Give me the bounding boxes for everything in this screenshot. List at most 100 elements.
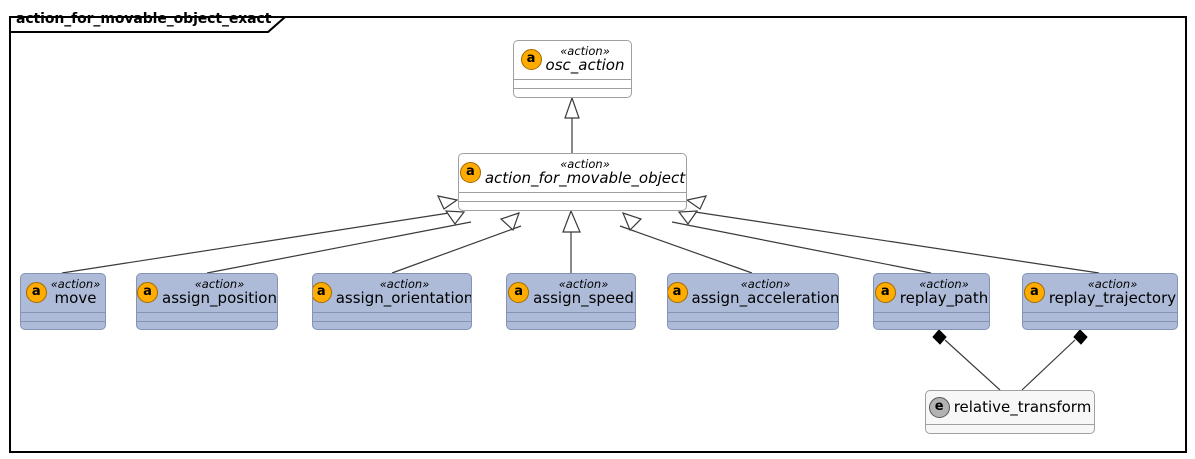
class-stereotype: «action» <box>560 157 610 171</box>
action-badge-icon: a <box>25 282 47 304</box>
edge-assignorientation-afmo <box>391 225 522 274</box>
attributes-compartment <box>514 78 631 88</box>
class-header: a «action» assign_speed <box>507 274 635 312</box>
edge-replaypath-afmo <box>671 221 932 274</box>
class-header: a «action» assign_position <box>137 274 277 312</box>
attributes-compartment <box>507 311 635 321</box>
class-name: replay_path <box>899 288 989 307</box>
class-name: assign_acceleration <box>691 288 839 307</box>
class-titles: «action» assign_position <box>162 277 277 307</box>
class-header: a «action» replay_trajectory <box>1023 274 1177 312</box>
class-stereotype: «action» <box>1087 277 1138 291</box>
attributes-compartment <box>874 311 989 321</box>
enum-header: e relative_transform <box>926 391 1094 424</box>
class-titles: «action» assign_acceleration <box>691 277 839 307</box>
arrowhead-afmo-left-2 <box>444 210 466 226</box>
class-header: a «action» replay_path <box>874 274 989 312</box>
action-badge-icon: a <box>137 282 159 304</box>
class-stereotype: «action» <box>740 277 791 291</box>
operations-compartment <box>21 320 105 329</box>
operations-compartment <box>459 200 686 210</box>
operations-compartment <box>874 320 989 329</box>
class-node-assign-position[interactable]: a «action» assign_position <box>136 273 278 330</box>
class-node-assign-speed[interactable]: a «action» assign_speed <box>506 273 636 330</box>
class-titles: «action» assign_orientation <box>335 277 472 307</box>
class-node-osc-action[interactable]: a «action» osc_action <box>513 40 632 98</box>
edge-move-afmo <box>61 212 450 274</box>
action-badge-icon: a <box>874 282 896 304</box>
operations-compartment <box>514 87 631 97</box>
class-stereotype: «action» <box>919 277 969 291</box>
class-header: a «action» action_for_movable_object <box>459 154 686 192</box>
class-stereotype: «action» <box>50 277 101 291</box>
operations-compartment <box>507 320 635 329</box>
enum-titles: relative_transform <box>953 397 1092 416</box>
edge-replaypath-relativetransform <box>944 339 1001 391</box>
arrowhead-afmo-right-3 <box>621 212 643 232</box>
class-node-move[interactable]: a «action» move <box>20 273 106 330</box>
action-badge-icon: a <box>313 282 332 304</box>
edge-assignposition-afmo <box>206 221 472 274</box>
class-titles: «action» assign_speed <box>533 277 634 307</box>
class-titles: «action» action_for_movable_object <box>484 157 686 187</box>
class-stereotype: «action» <box>558 277 609 291</box>
attributes-compartment <box>459 191 686 201</box>
attributes-compartment <box>21 311 105 321</box>
class-header: a «action» assign_acceleration <box>668 274 838 312</box>
operations-compartment <box>668 320 838 329</box>
arrowhead-afmo-left-1 <box>436 195 459 210</box>
diamond-replay-path <box>932 329 947 345</box>
class-header: a «action» assign_orientation <box>313 274 471 312</box>
operations-compartment <box>313 320 471 329</box>
operations-compartment <box>926 433 1094 434</box>
operations-compartment <box>1023 320 1177 329</box>
class-name: osc_action <box>545 55 625 74</box>
class-name: assign_position <box>162 288 277 307</box>
class-stereotype: «action» <box>379 277 430 291</box>
class-node-replay-trajectory[interactable]: a «action» replay_trajectory <box>1022 273 1178 330</box>
edge-replaytrajectory-relativetransform <box>1021 339 1076 391</box>
class-node-assign-orientation[interactable]: a «action» assign_orientation <box>312 273 472 330</box>
package-title: action_for_movable_object_exact <box>16 11 272 27</box>
class-titles: «action» replay_trajectory <box>1048 277 1177 307</box>
class-name: move <box>54 288 97 307</box>
class-name: replay_trajectory <box>1048 288 1177 307</box>
enum-node-relative-transform[interactable]: e relative_transform <box>925 390 1095 434</box>
arrowhead-afmo-center <box>562 209 581 233</box>
edge-assignacceleration-afmo <box>619 225 753 274</box>
arrowhead-afmo-left-3 <box>499 212 520 232</box>
action-badge-icon: a <box>459 162 481 184</box>
action-badge-icon: a <box>508 282 530 304</box>
operations-compartment <box>137 320 277 329</box>
enum-name: relative_transform <box>953 397 1092 416</box>
composition-diamonds <box>932 329 1088 345</box>
class-node-action-for-movable-object[interactable]: a «action» action_for_movable_object <box>458 153 687 211</box>
attributes-compartment <box>313 311 471 321</box>
action-badge-icon: a <box>520 49 542 71</box>
attributes-compartment <box>668 311 838 321</box>
attributes-compartment <box>137 311 277 321</box>
diamond-replay-trajectory <box>1073 329 1088 345</box>
class-titles: «action» move <box>50 277 101 307</box>
enum-badge-icon: e <box>928 397 950 418</box>
class-header: a «action» move <box>21 274 105 312</box>
arrowhead-afmo-right-2 <box>677 210 699 226</box>
action-badge-icon: a <box>668 282 688 304</box>
class-node-assign-acceleration[interactable]: a «action» assign_acceleration <box>667 273 839 330</box>
class-titles: «action» osc_action <box>545 44 625 74</box>
class-header: a «action» osc_action <box>514 41 631 79</box>
action-badge-icon: a <box>1023 282 1045 304</box>
class-name: action_for_movable_object <box>484 168 686 187</box>
class-stereotype: «action» <box>194 277 245 291</box>
class-name: assign_speed <box>533 288 634 307</box>
class-name: assign_orientation <box>335 288 472 307</box>
composition-edges <box>944 339 1076 391</box>
edge-replaytrajectory-afmo <box>694 211 1100 274</box>
arrowhead-afmo-right-1 <box>685 195 708 210</box>
class-titles: «action» replay_path <box>899 277 989 307</box>
attributes-compartment <box>1023 311 1177 321</box>
class-node-replay-path[interactable]: a «action» replay_path <box>873 273 990 330</box>
class-stereotype: «action» <box>560 44 610 58</box>
arrowhead-osc-action <box>564 96 580 119</box>
